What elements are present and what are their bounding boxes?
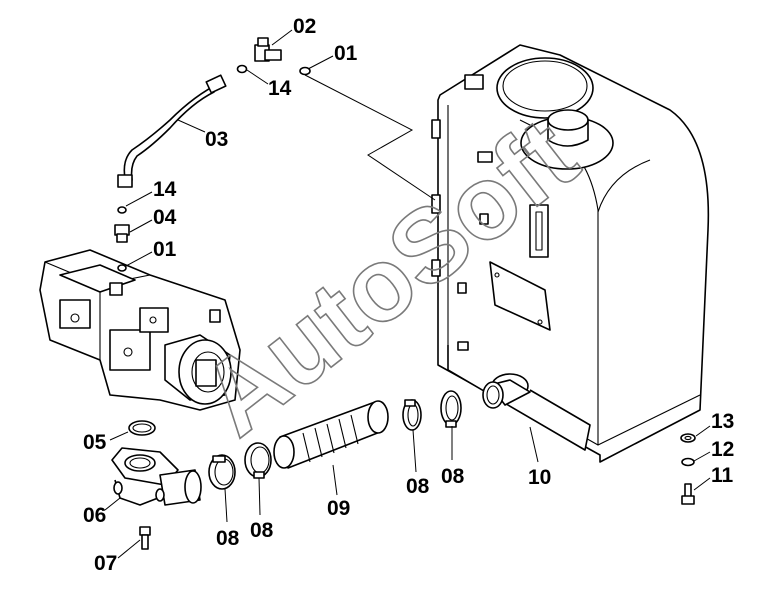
- washer-13-hole: [684, 435, 692, 441]
- label-05: 05: [83, 431, 107, 454]
- label-07: 07: [94, 552, 117, 575]
- adapter-04: [114, 224, 130, 243]
- label-03: 03: [205, 128, 228, 151]
- label-12: 12: [711, 438, 734, 461]
- label-02: 02: [293, 15, 316, 38]
- bolt-07: [139, 526, 151, 550]
- hose-clamp-08-a: [208, 454, 236, 490]
- label-14-top: 14: [268, 77, 292, 100]
- label-14-bottom: 14: [153, 178, 177, 201]
- suction-hose-09: [273, 400, 389, 469]
- hydraulic-tank: [431, 44, 710, 463]
- washer-13: [680, 433, 696, 443]
- o-ring-01-top: [299, 66, 311, 76]
- lock-washer-12: [681, 457, 695, 467]
- hydraulic-pump: [39, 249, 241, 411]
- o-ring-05: [128, 420, 156, 436]
- o-ring-05-inner: [132, 423, 152, 433]
- leader-lines: [104, 29, 711, 559]
- label-08-c: 08: [406, 475, 430, 498]
- label-08-d: 08: [441, 465, 465, 488]
- o-ring-14-top: [236, 64, 248, 74]
- bolt-11: [681, 483, 695, 505]
- label-01-bottom: 01: [153, 238, 177, 261]
- label-11: 11: [711, 464, 734, 487]
- label-13: 13: [711, 410, 734, 433]
- connection-line: [304, 74, 436, 201]
- o-ring-14-bottom: [117, 206, 127, 214]
- label-08-b: 08: [250, 519, 274, 542]
- label-09: 09: [327, 497, 350, 520]
- suction-flange-06: [111, 447, 202, 506]
- label-10: 10: [528, 466, 551, 489]
- hose-03: [117, 74, 227, 188]
- label-06: 06: [83, 504, 106, 527]
- label-08-a: 08: [216, 527, 240, 550]
- o-ring-01-bottom: [117, 264, 127, 272]
- hose-clamp-08-b: [244, 442, 272, 479]
- label-04: 04: [153, 206, 177, 229]
- elbow-fitting-02: [254, 37, 282, 62]
- part-labels: 01 02 14 03 14 04 01 05 06 07 08 08 09 0…: [83, 15, 734, 575]
- label-01-top: 01: [334, 42, 358, 65]
- hose-clamp-08-d: [440, 390, 462, 428]
- hose-clamp-08-c: [402, 399, 422, 431]
